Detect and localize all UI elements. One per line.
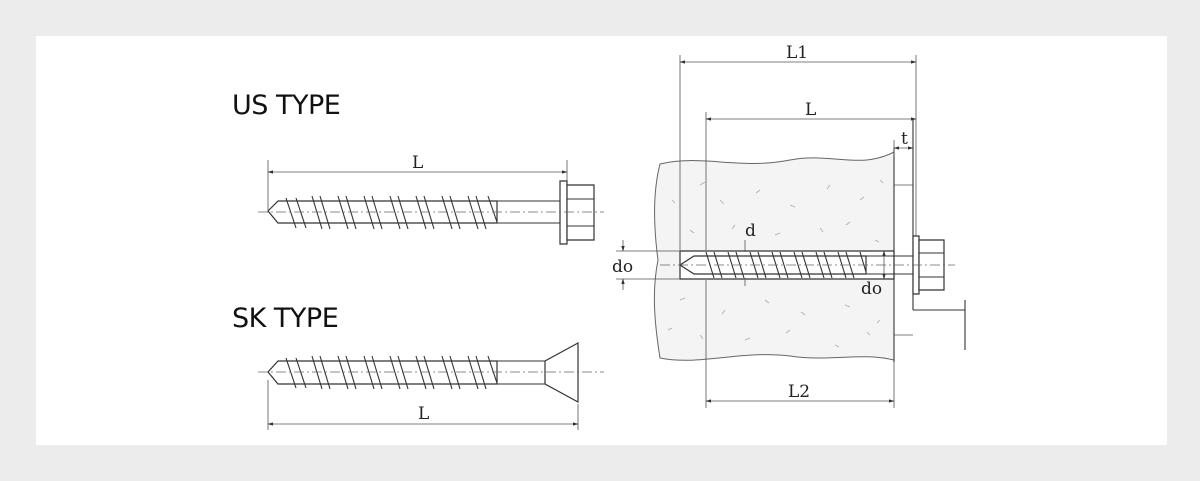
- dimension-d: d: [744, 221, 756, 286]
- dimension-L1: L1: [679, 43, 917, 250]
- installed-screw: [660, 235, 955, 295]
- us-screw: [258, 180, 604, 245]
- installation-drawing: L1 L t d do d: [612, 43, 966, 408]
- dim-do-left-label: do: [612, 257, 633, 277]
- dim-do-right-label: do: [861, 279, 882, 299]
- dim-d-label: d: [745, 221, 756, 241]
- us-threads: [285, 195, 498, 230]
- us-type-drawing: US TYPE L: [232, 90, 604, 245]
- dimension-do-left: do: [612, 240, 680, 290]
- dimension-L2: L2: [705, 280, 895, 408]
- dimension-do-right: do: [861, 250, 886, 299]
- us-dimension-L: L: [267, 153, 568, 210]
- sk-type-drawing: SK TYPE L: [232, 303, 604, 430]
- sk-threads: [285, 355, 498, 390]
- diagram-panel: [36, 36, 1167, 445]
- dimension-L: L: [705, 100, 917, 250]
- sk-dim-L-label: L: [418, 404, 429, 424]
- sk-type-title: SK TYPE: [232, 303, 338, 334]
- dim-L2-label: L2: [788, 382, 810, 402]
- sk-screw: [258, 341, 604, 404]
- dim-t-label: t: [901, 129, 908, 149]
- dim-L-label: L: [805, 100, 816, 120]
- us-dim-L-label: L: [412, 153, 423, 173]
- dim-L1-label: L1: [786, 43, 808, 63]
- sk-dimension-L: L: [267, 380, 579, 430]
- concrete-texture: [667, 179, 884, 348]
- us-type-title: US TYPE: [232, 90, 340, 121]
- dimension-t: t: [893, 129, 914, 156]
